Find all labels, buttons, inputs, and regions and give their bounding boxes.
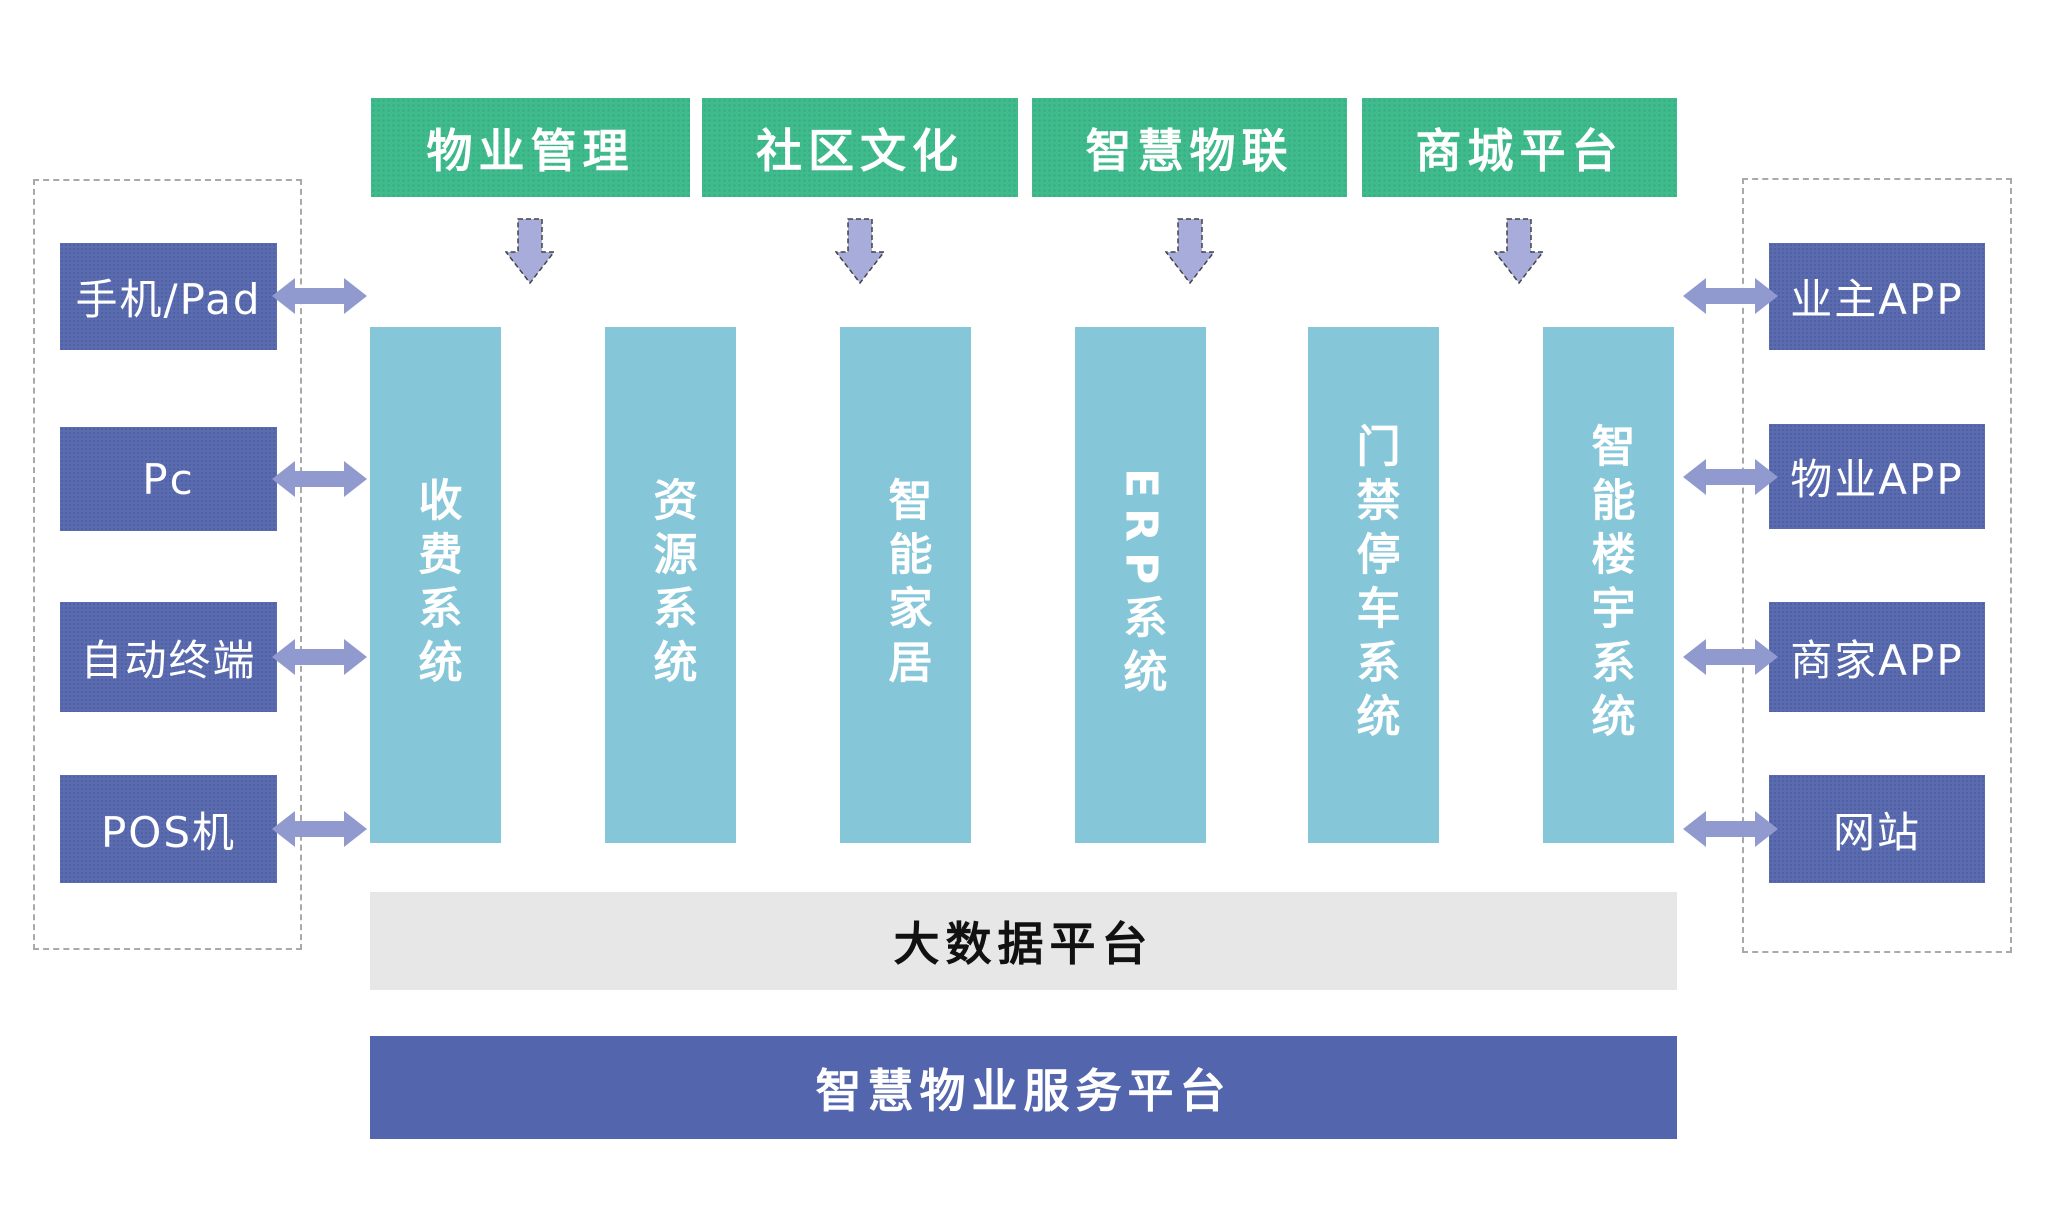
system-column-charging: 收费系统 bbox=[370, 327, 501, 843]
clients-panel bbox=[1742, 178, 2012, 953]
module-label: 智慧物联 bbox=[1085, 123, 1294, 178]
system-column-smart-building: 智能楼宇系统 bbox=[1543, 327, 1674, 843]
module-box-mall-platform: 商城平台 bbox=[1362, 98, 1677, 197]
system-label: 资源系统 bbox=[645, 477, 697, 693]
system-column-smart-home: 智能家居 bbox=[840, 327, 971, 843]
big-data-platform-bar: 大数据平台 bbox=[370, 892, 1677, 990]
big-data-platform-label: 大数据平台 bbox=[893, 917, 1154, 971]
system-column-access-parking: 门禁停车系统 bbox=[1308, 327, 1439, 843]
module-label: 商城平台 bbox=[1415, 123, 1624, 178]
system-label: 收费系统 bbox=[410, 477, 462, 693]
client-box-owner-app: 业主APP bbox=[1769, 243, 1985, 350]
module-box-property-management: 物业管理 bbox=[371, 98, 690, 197]
module-box-community-culture: 社区文化 bbox=[702, 98, 1018, 197]
down-arrow-icon bbox=[1165, 218, 1215, 284]
client-label: 物业APP bbox=[1790, 455, 1964, 504]
system-label: ERP系统 bbox=[1115, 467, 1167, 703]
module-box-smart-iot: 智慧物联 bbox=[1032, 98, 1347, 197]
system-column-resource: 资源系统 bbox=[605, 327, 736, 843]
client-label: 业主APP bbox=[1790, 275, 1964, 324]
system-label: 智能楼宇系统 bbox=[1583, 423, 1635, 747]
down-arrow-icon bbox=[1494, 218, 1544, 284]
client-box-website: 网站 bbox=[1769, 775, 1985, 883]
system-column-erp: ERP系统 bbox=[1075, 327, 1206, 843]
devices-panel bbox=[33, 179, 302, 950]
client-label: 商家APP bbox=[1790, 635, 1964, 685]
client-box-merchant-app: 商家APP bbox=[1769, 602, 1985, 712]
left-right-arrow-icon bbox=[1683, 455, 1778, 499]
left-right-arrow-icon bbox=[272, 807, 367, 851]
system-label: 智能家居 bbox=[880, 477, 932, 693]
device-box-phone-pad: 手机/Pad bbox=[60, 243, 277, 350]
device-label: Pc bbox=[142, 454, 195, 504]
device-label: POS机 bbox=[100, 807, 237, 857]
device-box-pc: Pc bbox=[60, 427, 277, 531]
device-label: 自动终端 bbox=[80, 635, 257, 685]
device-box-auto-terminal: 自动终端 bbox=[60, 602, 277, 712]
module-label: 社区文化 bbox=[756, 123, 964, 178]
module-label: 物业管理 bbox=[426, 123, 635, 178]
smart-property-platform-bar: 智慧物业服务平台 bbox=[370, 1036, 1677, 1139]
left-right-arrow-icon bbox=[272, 274, 367, 318]
device-label: 手机/Pad bbox=[75, 275, 262, 324]
left-right-arrow-icon bbox=[1683, 807, 1778, 851]
smart-property-platform-label: 智慧物业服务平台 bbox=[815, 1063, 1232, 1118]
left-right-arrow-icon bbox=[272, 457, 367, 501]
client-label: 网站 bbox=[1832, 807, 1921, 857]
left-right-arrow-icon bbox=[1683, 274, 1778, 318]
left-right-arrow-icon bbox=[272, 635, 367, 679]
down-arrow-icon bbox=[505, 218, 555, 284]
down-arrow-icon bbox=[835, 218, 885, 284]
left-right-arrow-icon bbox=[1683, 635, 1778, 679]
device-box-pos: POS机 bbox=[60, 775, 277, 883]
system-label: 门禁停车系统 bbox=[1348, 423, 1400, 747]
client-box-property-app: 物业APP bbox=[1769, 424, 1985, 529]
